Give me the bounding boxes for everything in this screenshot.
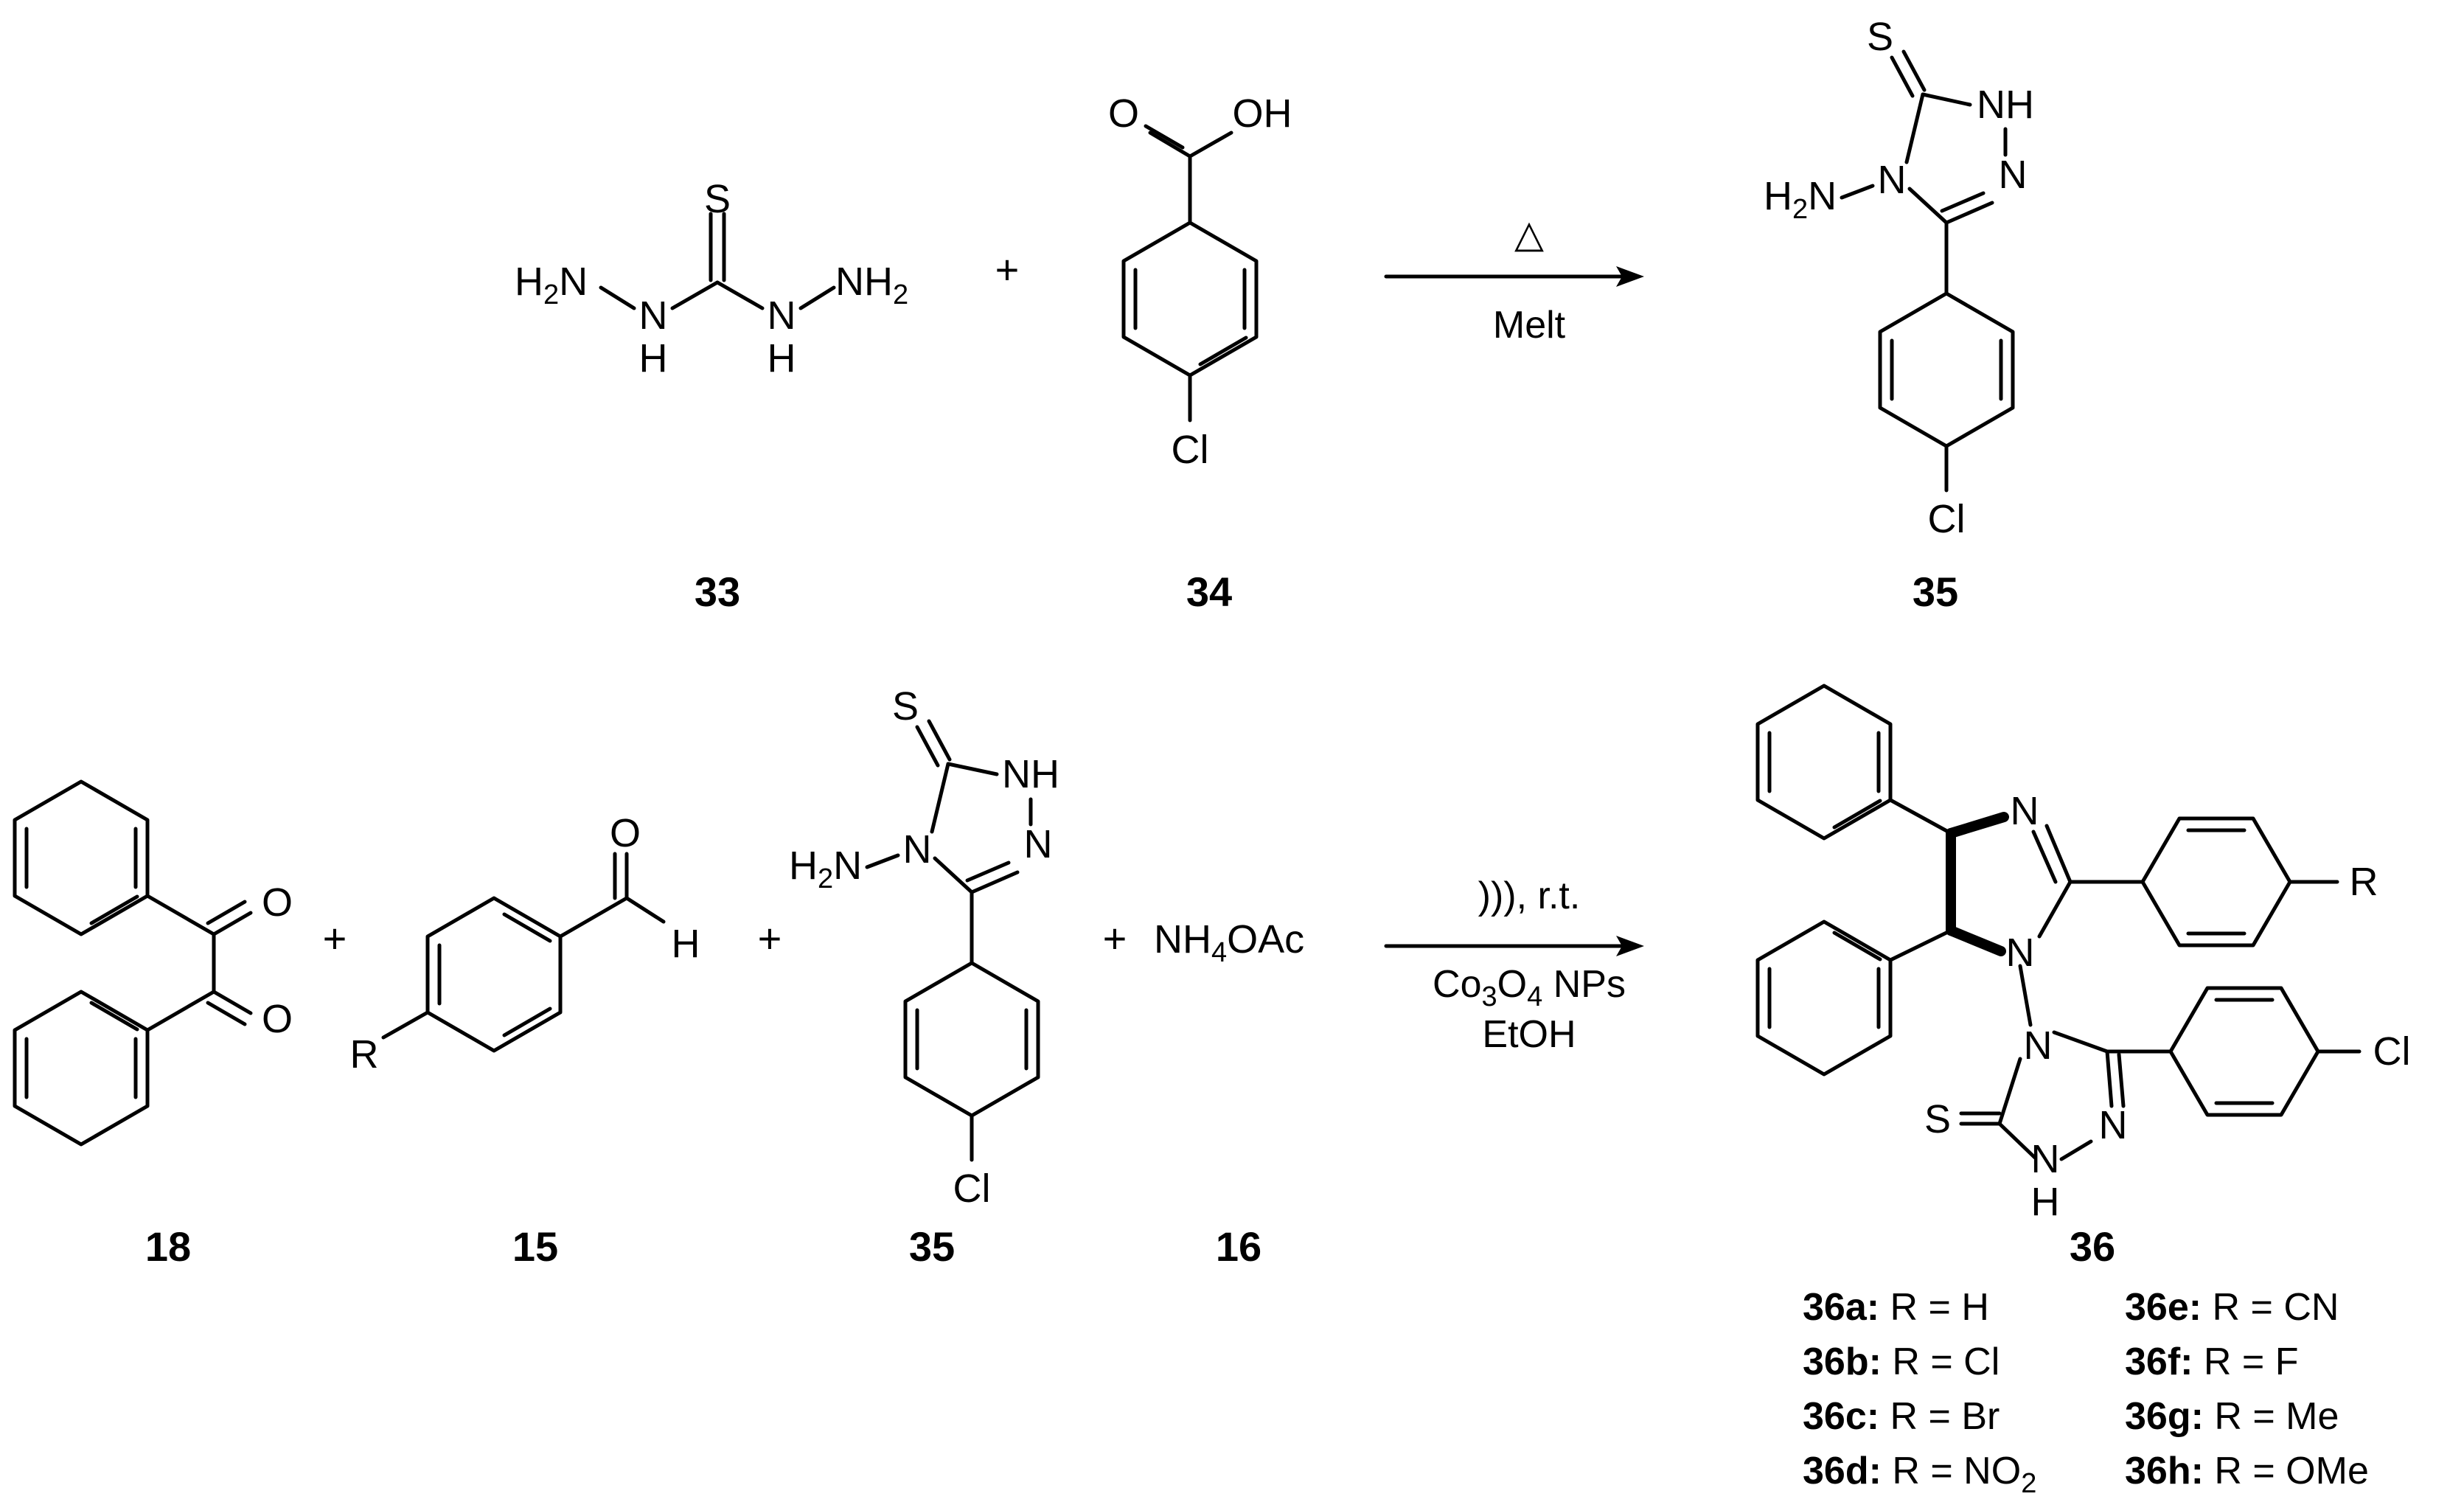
atom-nh: NH [1977,83,2034,127]
atom-s: S [704,177,731,221]
compound-16: NH4OAc 16 [1154,917,1304,1270]
atom-cl: Cl [1172,428,1209,472]
compound-label-34: 34 [1186,569,1232,615]
compound-label-35: 35 [1913,569,1958,615]
plus-sign: + [323,915,347,962]
compound-label-16: 16 [1216,1223,1261,1270]
atom-r: R [350,1032,379,1077]
compound-label-33: 33 [695,569,740,615]
atom-h2n: H2N [1764,174,1837,225]
compound-35-reactant: S NH N N H2N Cl 35 [789,684,1059,1270]
reaction-arrow-1: △ Melt [1384,213,1644,347]
atom-nh-triazole-h: H [2031,1180,2060,1224]
atom-n: N [1999,153,2028,197]
atom-n1-imidazole: N [2006,931,2035,975]
atom-o: O [610,811,641,855]
atom-s: S [1924,1097,1951,1141]
atom-cl: Cl [2373,1029,2411,1074]
atom-nh-2-h: H [768,336,796,380]
atom-n4: N [1878,158,1907,202]
condition-sonication: ))), r.t. [1478,875,1581,917]
atom-nh: NH [1002,752,1059,796]
atom-s: S [892,684,919,729]
plus-sign: + [758,915,782,962]
atom-o: O [1108,91,1139,136]
atom-s: S [1867,15,1893,59]
atom-cl: Cl [953,1167,991,1211]
atom-n-triazole: N [2099,1103,2128,1147]
atom-o-1: O [262,880,293,925]
compound-label-18: 18 [145,1223,191,1270]
compound-label-35: 35 [909,1223,955,1270]
atom-nh-2: N [768,293,796,338]
atom-nh-triazole: N [2031,1137,2060,1181]
compound-label-36: 36 [2070,1223,2115,1270]
r-group-36g: 36g: R = Me [2125,1395,2339,1438]
condition-melt: Melt [1493,304,1566,347]
atom-h: H [672,922,700,966]
heat-symbol: △ [1514,213,1544,256]
compound-36: N N R N N N H S Cl 36 [1755,684,2411,1270]
r-group-36d: 36d: R = NO2 [1803,1450,2036,1499]
r-group-36c: 36c: R = Br [1803,1395,2000,1438]
atom-n: N [1024,822,1053,866]
compound-33: S H2N N H N H NH2 33 [515,177,908,615]
plus-sign: + [995,246,1020,293]
atom-h2n-left: H2N [515,260,588,310]
r-group-36f: 36f: R = F [2125,1341,2299,1383]
plus-sign: + [1103,915,1127,962]
atom-nh-1-h: H [639,336,668,380]
r-group-table: 36a: R = H 36b: R = Cl 36c: R = Br 36d: … [1803,1286,2369,1499]
r-group-36a: 36a: R = H [1803,1286,1989,1329]
r-group-36b: 36b: R = Cl [1803,1341,2000,1383]
atom-n-imidazole: N [2011,789,2039,833]
formula-nh4oac: NH4OAc [1154,917,1304,968]
condition-catalyst: Co3O4 NPs [1433,963,1626,1012]
atom-nh-1: N [639,293,668,338]
r-group-36e: 36e: R = CN [2125,1286,2339,1329]
compound-34: O OH Cl 34 [1108,91,1292,615]
atom-nh2-right: NH2 [835,260,908,310]
atom-h2n: H2N [789,844,862,894]
atom-o-2: O [262,997,293,1041]
atom-n4: N [903,827,932,872]
compound-15: O H R 15 [350,811,700,1270]
atom-r: R [2350,860,2378,904]
r-group-36h: 36h: R = OMe [2125,1450,2369,1492]
condition-solvent: EtOH [1482,1013,1576,1056]
atom-n4-triazole: N [2024,1023,2053,1068]
compound-label-15: 15 [512,1223,558,1270]
atom-oh: OH [1233,91,1292,136]
compound-35-product: S NH N N H2N Cl 35 [1764,15,2034,615]
atom-cl: Cl [1928,497,1966,541]
compound-18: O O 18 [13,779,293,1270]
reaction-arrow-2: ))), r.t. Co3O4 NPs EtOH [1384,875,1644,1056]
